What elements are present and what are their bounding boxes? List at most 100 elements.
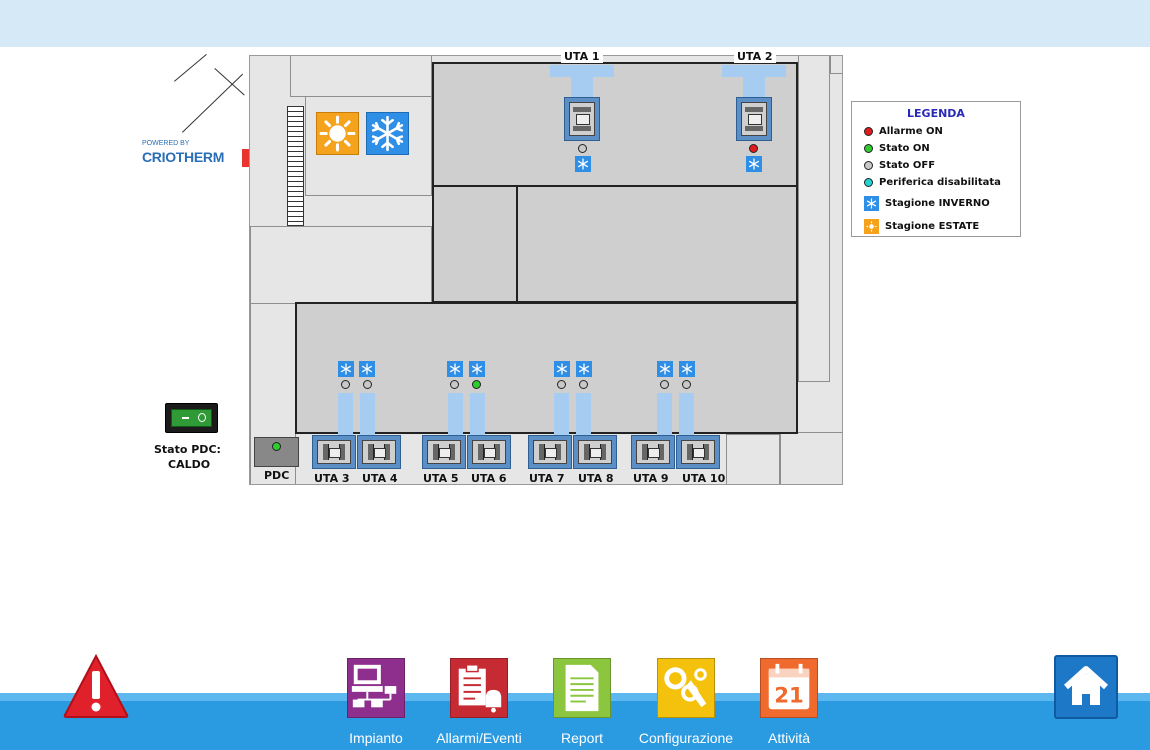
plan-line (182, 73, 244, 133)
top-header-bar (0, 0, 1150, 47)
nav-item-configurazione[interactable]: Configurazione (631, 658, 741, 750)
uta-2-status-dot (749, 144, 758, 153)
alarm-dot-icon (864, 126, 873, 136)
duct (338, 393, 353, 435)
uta-1-status-dot (578, 144, 587, 153)
snowflake-icon (449, 363, 461, 375)
legend-title: LEGENDA (907, 107, 965, 120)
brand-powered-by: POWERED BY (142, 140, 190, 147)
duct (550, 65, 614, 77)
uta-7-label: UTA 7 (529, 472, 565, 485)
snowflake-icon (659, 363, 671, 375)
disabled-dot-icon (864, 177, 873, 187)
nav-item-report[interactable]: Report (527, 658, 637, 750)
alarm-clipboard-icon (450, 658, 508, 718)
uta-6-season-indicator (469, 361, 485, 377)
summer-season-button[interactable] (316, 112, 359, 155)
nav-label-allarmi: Allarmi/Eventi (436, 730, 522, 746)
uta-5-label: UTA 5 (423, 472, 459, 485)
uta-6-status-dot (472, 380, 481, 389)
uta-6-unit[interactable] (467, 435, 511, 469)
uta-10-status-dot (682, 380, 691, 389)
uta-10-unit[interactable] (676, 435, 720, 469)
uta-9-unit[interactable] (631, 435, 675, 469)
uta-3-status-dot (341, 380, 350, 389)
uta-4-unit[interactable] (357, 435, 401, 469)
snowflake-icon (340, 363, 352, 375)
computer-network-icon (347, 658, 405, 718)
legend-item-label: Stato ON (879, 142, 930, 154)
uta-3-unit[interactable] (312, 435, 356, 469)
nav-item-allarmi[interactable]: Allarmi/Eventi (424, 658, 534, 750)
snowflake-icon (471, 363, 483, 375)
uta-9-season-indicator (657, 361, 673, 377)
staircase (287, 106, 304, 226)
uta-3-label: UTA 3 (314, 472, 350, 485)
uta-10-season-indicator (679, 361, 695, 377)
uta-4-status-dot (363, 380, 372, 389)
legend-item-label: Stagione INVERNO (885, 197, 990, 209)
legend-item-label: Periferica disabilitata (879, 176, 1001, 188)
duct (554, 393, 569, 435)
legend-item: Allarme ON (864, 123, 943, 139)
pdc-unit[interactable] (254, 437, 299, 467)
snowflake-icon (577, 158, 589, 170)
snowflake-icon (556, 363, 568, 375)
uta-2-label: UTA 2 (734, 51, 776, 63)
uta-8-label: UTA 8 (578, 472, 614, 485)
uta-8-season-indicator (576, 361, 592, 377)
nav-item-impianto[interactable]: Impianto (321, 658, 431, 750)
uta-8-unit[interactable] (573, 435, 617, 469)
legend-item: Stato OFF (864, 157, 935, 173)
uta-9-label: UTA 9 (633, 472, 669, 485)
plan-line (174, 54, 207, 82)
on-dot-icon (864, 143, 873, 153)
uta-5-unit[interactable] (422, 435, 466, 469)
duct (360, 393, 375, 435)
snowflake-icon (361, 363, 373, 375)
duct (679, 393, 694, 435)
pdc-power-switch[interactable] (165, 403, 218, 433)
sun-icon (864, 218, 879, 234)
uta-5-status-dot (450, 380, 459, 389)
uta-3-season-indicator (338, 361, 354, 377)
pdc-status-dot (272, 442, 281, 451)
nav-item-attivita[interactable]: 21 Attività (734, 658, 844, 750)
duct (470, 393, 485, 435)
snowflake-icon (681, 363, 693, 375)
legend-panel: LEGENDA Allarme ON Stato ON Stato OFF Pe… (851, 101, 1021, 237)
nav-label-report: Report (560, 730, 604, 746)
uta-1-unit[interactable] (564, 97, 600, 141)
legend-item: Periferica disabilitata (864, 174, 1001, 190)
alarm-warning-button[interactable] (62, 653, 130, 719)
duct (448, 393, 463, 435)
uta-6-label: UTA 6 (471, 472, 507, 485)
uta-5-season-indicator (447, 361, 463, 377)
calendar-badge: 21 (774, 683, 804, 708)
uta-7-unit[interactable] (528, 435, 572, 469)
legend-item: Stato ON (864, 140, 930, 156)
legend-item-label: Stagione ESTATE (885, 220, 980, 232)
snowflake-icon (578, 363, 590, 375)
nav-label-attivita: Attività (767, 730, 810, 746)
warning-icon (63, 653, 129, 718)
gears-wrench-icon (657, 658, 715, 718)
uta-1-label: UTA 1 (561, 51, 603, 63)
uta-2-unit[interactable] (736, 97, 772, 141)
pdc-label: PDC (264, 469, 290, 482)
winter-season-button[interactable] (366, 112, 409, 155)
duct (576, 393, 591, 435)
home-button[interactable] (1054, 655, 1118, 719)
calendar-icon: 21 (760, 658, 818, 718)
uta-1-season-indicator (575, 156, 591, 172)
document-icon (553, 658, 611, 718)
nav-label-impianto: Impianto (349, 730, 403, 746)
snowflake-icon (371, 115, 404, 152)
duct (743, 77, 765, 97)
legend-item-label: Allarme ON (879, 125, 943, 137)
duct (722, 65, 786, 77)
uta-7-status-dot (557, 380, 566, 389)
room-middle-right (516, 185, 798, 303)
uta-10-label: UTA 10 (682, 472, 726, 485)
uta-9-status-dot (660, 380, 669, 389)
